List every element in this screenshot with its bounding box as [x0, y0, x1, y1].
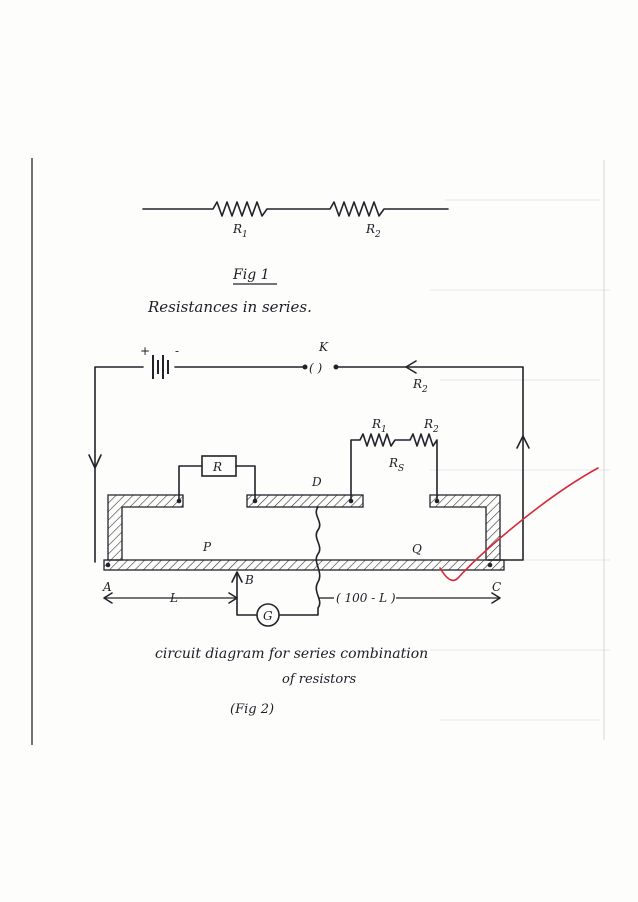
check-mark — [439, 467, 599, 582]
key-to-rheostat-wire — [335, 366, 524, 561]
key-label: K — [318, 340, 329, 354]
r2-label: R2 — [423, 417, 439, 435]
key-terminal-right — [333, 364, 339, 370]
fig1-r2-label: R2 — [365, 222, 381, 240]
left-copper-strip — [107, 494, 184, 561]
label-q: Q — [412, 542, 422, 556]
battery-plus-label: + — [140, 344, 150, 358]
resistance-box-label: R — [212, 460, 222, 474]
resistance-box-wire-right — [235, 465, 256, 502]
fig1-series-resistors — [142, 201, 449, 217]
terminals — [105, 498, 493, 568]
arrow-left-wire — [88, 454, 102, 469]
label-a: A — [102, 580, 112, 594]
circuit-wire — [94, 366, 144, 563]
fig1-caption: Fig 1 — [232, 267, 270, 283]
r1-label: R1 — [371, 417, 387, 435]
fig2-caption-line2: of resistors — [282, 672, 356, 687]
length-rest-label: ( 100 - L ) — [336, 591, 396, 605]
galvanometer-label: G — [263, 609, 273, 623]
battery-minus-label: - — [175, 344, 179, 358]
length-rest-arrow — [318, 592, 501, 604]
middle-copper-strip — [246, 494, 364, 508]
length-l-label: L — [169, 591, 178, 605]
galvanometer-lead-b — [236, 573, 257, 616]
key-terminal-left — [302, 364, 308, 370]
length-l-arrow — [103, 592, 238, 604]
label-p: P — [202, 540, 212, 554]
rs-label: RS — [388, 456, 404, 474]
key-plug: ( ) — [309, 361, 322, 375]
rheostat-label: R2 — [412, 377, 428, 395]
fig1-title: Resistances in series. — [147, 298, 312, 316]
series-resistors-wire — [350, 433, 438, 502]
galvanometer-lead — [279, 506, 321, 616]
label-c: C — [492, 580, 501, 594]
fig2-caption-line1: circuit diagram for series combination — [155, 646, 428, 662]
battery-icon — [152, 355, 169, 379]
fig1-r1-label: R1 — [232, 222, 248, 240]
fig2-label: (Fig 2) — [230, 702, 274, 717]
jockey-arrow — [231, 571, 243, 583]
show-through-text — [430, 199, 610, 721]
meter-bridge-wire — [103, 559, 505, 571]
right-copper-strip — [429, 494, 501, 561]
label-d: D — [311, 475, 322, 489]
resistance-box-wire — [178, 465, 203, 502]
arrow-top-wire — [405, 360, 417, 374]
galvanometer-icon — [256, 603, 280, 627]
label-b: B — [244, 573, 254, 587]
resistance-box — [201, 455, 237, 477]
arrow-right-wire — [516, 435, 530, 449]
